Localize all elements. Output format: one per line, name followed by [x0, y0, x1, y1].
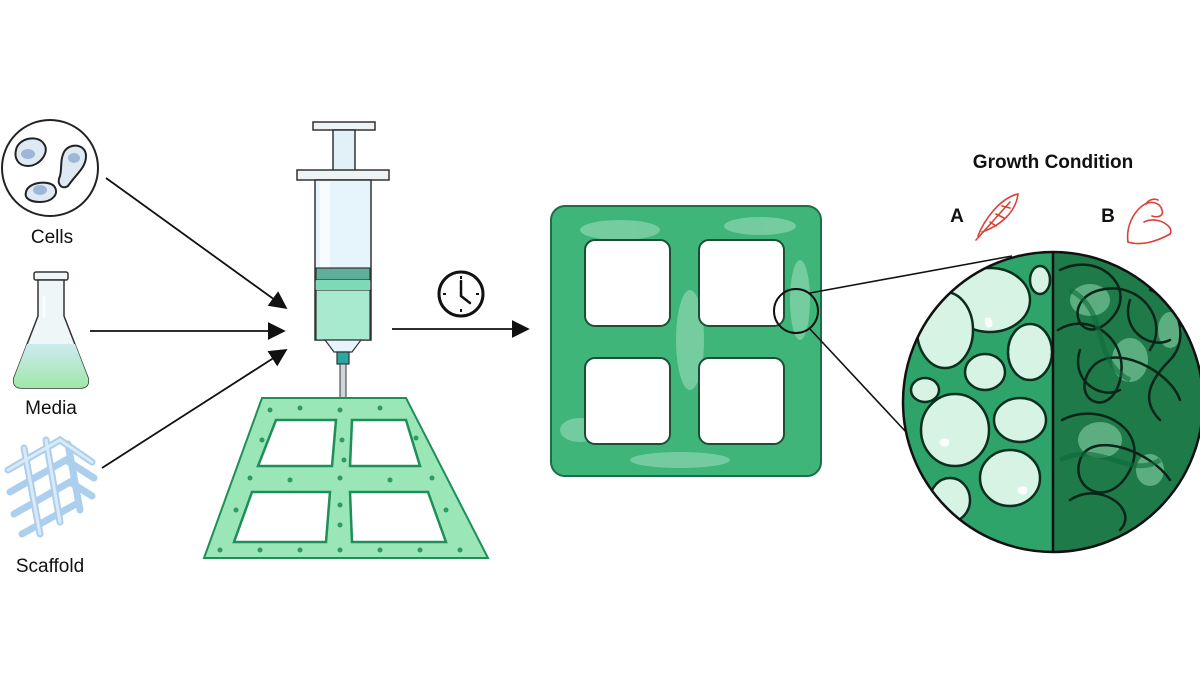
scaffold-dots — [217, 405, 463, 553]
condition-a-label: A — [950, 206, 964, 227]
condition-a-tissue — [903, 252, 1054, 552]
syringe-icon — [296, 121, 390, 407]
scaffold-input: Scaffold — [4, 435, 98, 577]
arrow-scaffold — [101, 349, 288, 469]
arrow-cells — [105, 177, 288, 310]
condition-b-tissue — [1053, 252, 1200, 552]
condition-b-label: B — [1101, 206, 1115, 227]
magnified-view — [901, 250, 1200, 554]
growth-condition: Growth Condition A B — [901, 152, 1200, 554]
clock-icon — [437, 270, 485, 318]
scaffold-mesh-icon — [4, 435, 98, 538]
zoom-marker — [773, 288, 819, 334]
matured-construct — [550, 205, 822, 477]
flask-icon — [12, 271, 90, 389]
input-arrows — [90, 177, 288, 469]
media-input: Media — [12, 271, 90, 419]
cells-input: Cells — [1, 119, 99, 248]
flexed-arm-icon — [1126, 198, 1172, 245]
growth-condition-title: Growth Condition — [973, 152, 1133, 173]
printed-scaffold — [202, 397, 490, 559]
time-step — [392, 270, 530, 338]
feather-icon — [975, 192, 1019, 241]
cells-label: Cells — [31, 227, 73, 248]
cells-petri-icon — [1, 119, 99, 217]
media-label: Media — [25, 398, 77, 419]
scaffold-label: Scaffold — [16, 556, 84, 577]
